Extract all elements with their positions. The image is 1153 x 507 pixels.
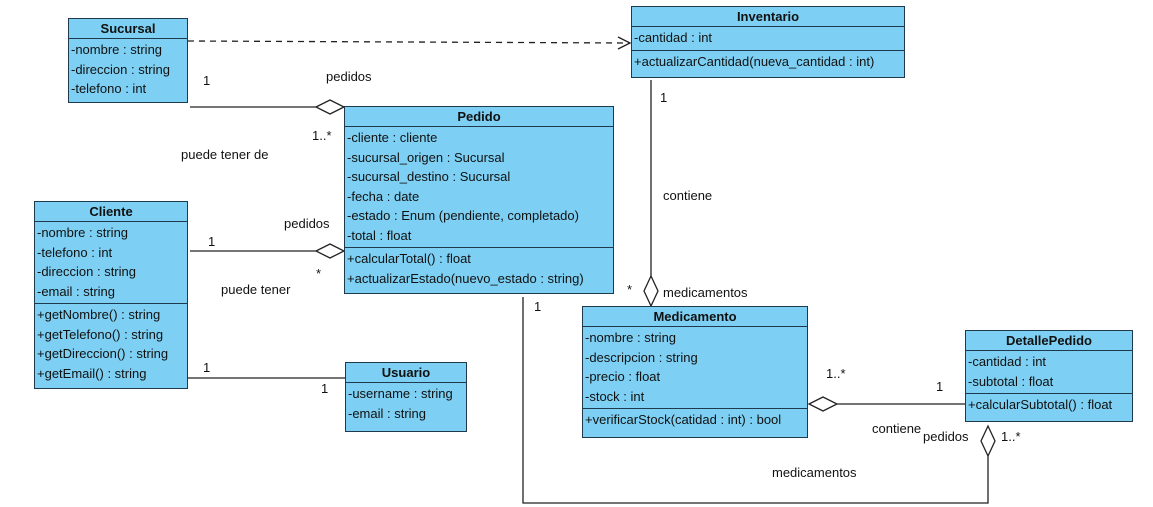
attributes-section: -nombre : string -direccion : string -te… — [69, 39, 187, 101]
attributes-section: -nombre : string -descripcion : string -… — [583, 327, 807, 408]
attribute: -telefono : int — [71, 81, 147, 96]
multiplicity-label: 1..* — [1001, 429, 1021, 444]
multiplicity-label: * — [316, 266, 322, 281]
attribute: -nombre : string — [37, 225, 129, 240]
dependency-arrowhead — [617, 36, 632, 50]
class-usuario[interactable]: Usuario -username : string -email : stri… — [345, 362, 467, 432]
method: +calcularTotal() : float — [347, 251, 471, 266]
class-name: Usuario — [346, 363, 466, 383]
attribute: -fecha : date — [347, 188, 420, 204]
multiplicity-label: 1 — [208, 234, 216, 249]
attribute: -email : string — [37, 283, 116, 299]
multiplicity-label: 1..* — [826, 366, 846, 381]
association-name-label: contiene — [872, 421, 922, 436]
attribute: -cliente : cliente — [347, 130, 438, 145]
attributes-section: -cantidad : int -subtotal : float — [966, 351, 1132, 393]
multiplicity-label: 1 — [203, 360, 211, 375]
methods-section: +verificarStock(catidad : int) : bool — [583, 408, 807, 432]
class-name: Medicamento — [583, 307, 807, 327]
multiplicity-label: 1 — [534, 299, 542, 314]
class-name: Cliente — [35, 202, 187, 222]
role-label: pedidos — [923, 429, 969, 444]
attribute: -cantidad : int — [968, 354, 1047, 369]
role-label: medicamentos — [772, 465, 857, 480]
attribute: -telefono : int — [37, 244, 113, 260]
attribute: -nombre : string — [71, 42, 163, 57]
attribute: -email : string — [348, 405, 427, 421]
class-cliente[interactable]: Cliente -nombre : string -telefono : int… — [34, 201, 188, 389]
role-label: pedidos — [284, 216, 330, 231]
method: +getEmail() : string — [37, 365, 147, 381]
pedido-detalle-line — [522, 297, 989, 504]
dependency-line — [187, 40, 631, 44]
role-label: pedidos — [326, 69, 372, 84]
attribute: -nombre : string — [585, 330, 677, 345]
multiplicity-label: 1 — [203, 73, 211, 88]
attribute: -direccion : string — [71, 61, 170, 77]
attribute: -stock : int — [585, 388, 645, 404]
class-detallepedido[interactable]: DetallePedido -cantidad : int -subtotal … — [965, 330, 1133, 422]
aggregation-diamond — [314, 99, 346, 115]
class-name: Sucursal — [69, 19, 187, 39]
methods-section: +calcularSubtotal() : float — [966, 393, 1132, 417]
association-name-label: contiene — [663, 188, 713, 203]
class-name: Inventario — [632, 7, 904, 27]
attribute: -total : float — [347, 227, 412, 243]
attribute: -sucursal_destino : Sucursal — [347, 169, 511, 184]
class-sucursal[interactable]: Sucursal -nombre : string -direccion : s… — [68, 18, 188, 103]
aggregation-diamond — [314, 243, 346, 259]
method: +getTelefono() : string — [37, 326, 164, 342]
methods-section: +getNombre() : string +getTelefono() : s… — [35, 303, 187, 385]
multiplicity-label: 1..* — [312, 128, 332, 143]
aggregation-diamond — [807, 396, 839, 412]
attribute: -username : string — [348, 386, 453, 401]
method: +getDireccion() : string — [37, 346, 169, 361]
association-name-label: puede tener de — [181, 147, 269, 162]
attribute: -cantidad : int — [634, 30, 713, 45]
attribute: -precio : float — [585, 369, 661, 384]
attribute: -descripcion : string — [585, 349, 698, 365]
class-pedido[interactable]: Pedido -cliente : cliente -sucursal_orig… — [344, 106, 614, 294]
attributes-section: -username : string -email : string — [346, 383, 466, 425]
role-label: medicamentos — [663, 285, 748, 300]
class-name: Pedido — [345, 107, 613, 127]
multiplicity-label: * — [627, 282, 633, 297]
method: +calcularSubtotal() : float — [968, 397, 1113, 412]
attribute: -direccion : string — [37, 264, 136, 279]
attribute: -estado : Enum (pendiente, completado) — [347, 208, 579, 223]
attribute: -sucursal_origen : Sucursal — [347, 149, 505, 165]
methods-section: +calcularTotal() : float +actualizarEsta… — [345, 247, 613, 290]
method: +getNombre() : string — [37, 307, 161, 322]
method: +verificarStock(catidad : int) : bool — [585, 412, 782, 427]
class-name: DetallePedido — [966, 331, 1132, 351]
methods-section: +actualizarCantidad(nueva_cantidad : int… — [632, 49, 904, 74]
aggregation-diamond — [980, 424, 996, 458]
association-name-label: puede tener — [221, 282, 291, 297]
attribute: -subtotal : float — [968, 373, 1054, 389]
method: +actualizarEstado(nuevo_estado : string) — [347, 270, 584, 286]
class-medicamento[interactable]: Medicamento -nombre : string -descripcio… — [582, 306, 808, 438]
method: +actualizarCantidad(nueva_cantidad : int… — [634, 53, 875, 69]
attributes-section: -cantidad : int — [632, 27, 904, 50]
multiplicity-label: 1 — [660, 90, 668, 105]
aggregation-diamond — [643, 274, 659, 308]
multiplicity-label: 1 — [321, 381, 329, 396]
class-inventario[interactable]: Inventario -cantidad : int +actualizarCa… — [631, 6, 905, 78]
multiplicity-label: 1 — [936, 379, 944, 394]
attributes-section: -nombre : string -telefono : int -direcc… — [35, 222, 187, 303]
attributes-section: -cliente : cliente -sucursal_origen : Su… — [345, 127, 613, 247]
